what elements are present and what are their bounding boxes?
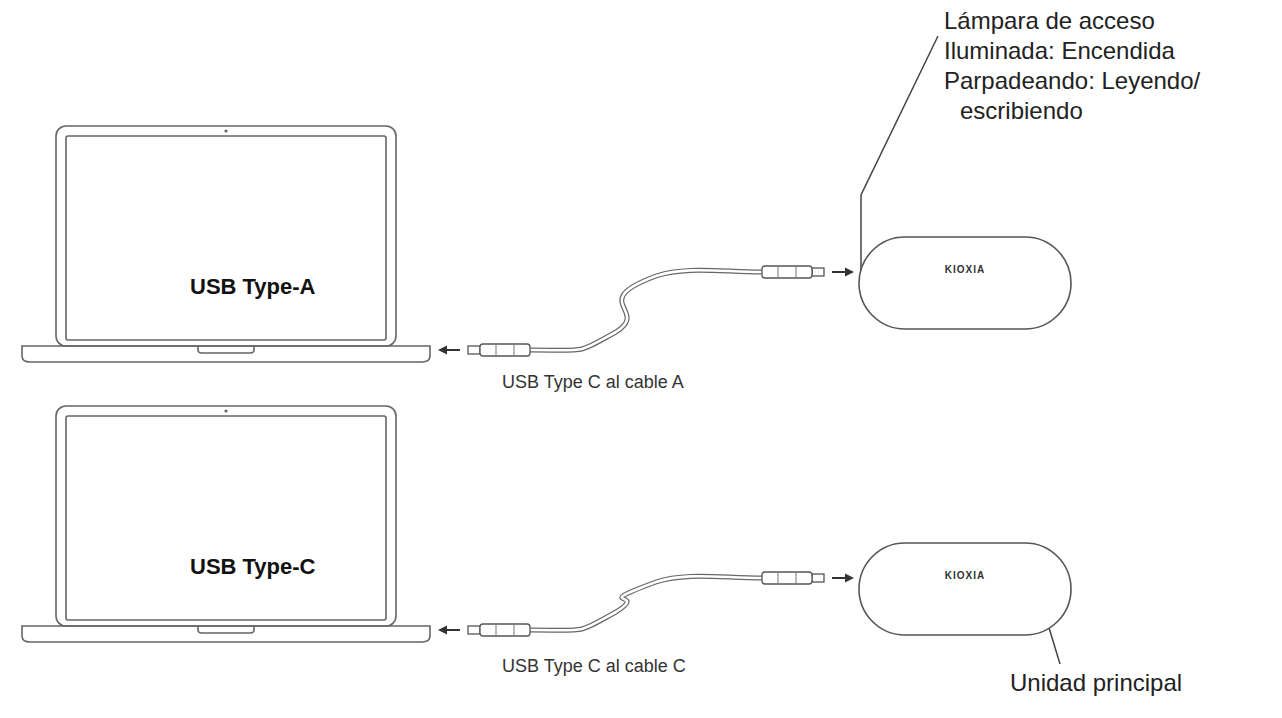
usb-cable <box>438 572 854 636</box>
part-label: Unidad principal <box>1010 668 1280 698</box>
cable-label: USB Type C al cable C <box>500 656 688 677</box>
port-label: USB Type-A <box>190 274 316 300</box>
callout-text: Iluminada: Encendida <box>944 36 1274 66</box>
laptop-illustration <box>18 404 434 644</box>
brand-logo: KIOXIA <box>858 570 1072 581</box>
drive-illustration <box>858 542 1072 636</box>
laptop: USB Type-A <box>18 124 434 364</box>
brand-logo: KIOXIA <box>858 264 1072 275</box>
callout-text: Parpadeando: Leyendo/ escribiendo <box>944 66 1280 126</box>
drive-unit: KIOXIA <box>858 542 1072 636</box>
drive-unit: KIOXIA <box>858 236 1072 330</box>
drive-illustration <box>858 236 1072 330</box>
usb-cable <box>438 266 854 356</box>
laptop: USB Type-C <box>18 404 434 644</box>
laptop-illustration <box>18 124 434 364</box>
callout-text: Lámpara de acceso <box>944 6 1274 36</box>
cable-label: USB Type C al cable A <box>500 372 686 393</box>
port-label: USB Type-C <box>190 554 316 580</box>
